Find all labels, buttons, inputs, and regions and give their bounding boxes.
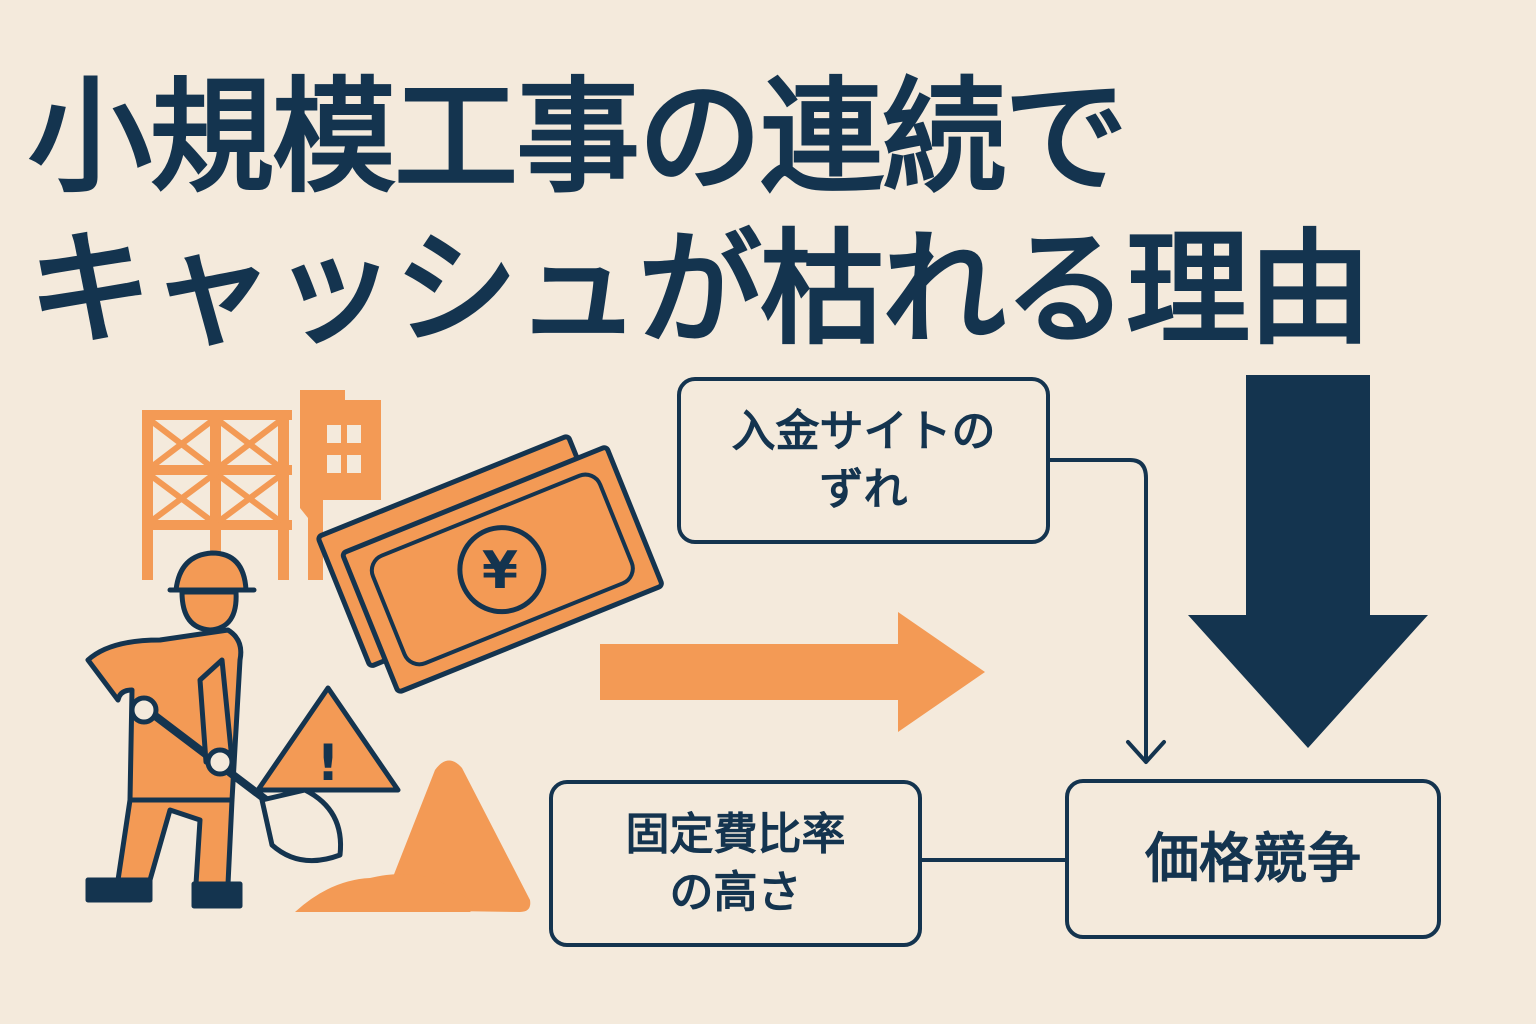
box-fixed-cost-ratio: 固定費比率 の高さ bbox=[549, 780, 922, 947]
soil-pile-icon bbox=[295, 760, 531, 912]
title-line-2: キャッシュが枯れる理由 bbox=[28, 218, 1372, 362]
box-price-competition: 価格競争 bbox=[1065, 779, 1441, 939]
box-payment-site-gap: 入金サイトの ずれ bbox=[677, 377, 1050, 544]
page-title: 小規模工事の連続で キャッシュが枯れる理由 bbox=[28, 62, 1372, 366]
yen-symbol: ¥ bbox=[482, 541, 518, 601]
scaffold-building-icon bbox=[142, 390, 381, 580]
title-line-1: 小規模工事の連続で bbox=[28, 66, 1128, 210]
warning-triangle-icon bbox=[255, 685, 401, 793]
box-site-line-1: 入金サイトの bbox=[731, 406, 996, 458]
box-fixed-line-2: の高さ bbox=[669, 866, 802, 918]
box-price-label: 価格競争 bbox=[1145, 826, 1361, 890]
connector-site-to-price bbox=[1048, 458, 1148, 762]
warning-symbol: ! bbox=[317, 734, 340, 792]
box-fixed-line-1: 固定費比率 bbox=[625, 809, 846, 861]
down-arrow-icon bbox=[1188, 375, 1428, 748]
flow-connectors bbox=[920, 458, 1166, 862]
worker-with-shovel-icon bbox=[85, 550, 344, 909]
connector-arrowhead bbox=[1126, 740, 1166, 764]
yen-banknotes-icon bbox=[316, 434, 664, 694]
right-arrow-icon bbox=[600, 612, 985, 732]
box-site-line-2: ずれ bbox=[819, 463, 908, 515]
